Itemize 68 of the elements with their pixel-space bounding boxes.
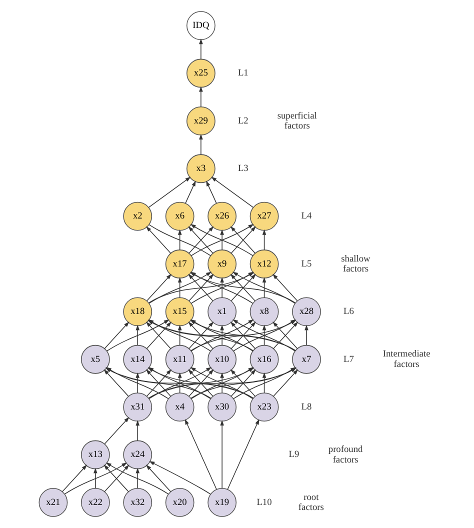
label: L7 (342, 354, 354, 365)
arrow (220, 277, 224, 298)
node-circle: x25 (186, 58, 215, 88)
node-circle: IDQ (186, 11, 215, 40)
node-circle: x32 (122, 488, 152, 517)
arrow (61, 464, 87, 492)
arrow (272, 274, 298, 302)
label: L3 (237, 164, 248, 174)
node-circle: x20 (164, 488, 194, 517)
node-circle: x29 (186, 106, 215, 136)
node-circle: x30 (207, 392, 236, 422)
node-circle: x21 (38, 488, 68, 517)
arrow (184, 180, 196, 204)
arrow (220, 324, 224, 346)
arrow (184, 419, 216, 490)
label: L4 (300, 212, 312, 222)
arrow (177, 277, 182, 298)
node-circle: x3 (186, 154, 215, 184)
arrow (198, 134, 202, 155)
label: L2 (237, 116, 248, 126)
arrow (145, 226, 171, 254)
arrow (210, 176, 254, 208)
arrow (93, 468, 97, 489)
arrow (135, 468, 140, 489)
label: L10 (256, 498, 272, 508)
arrow (226, 419, 259, 490)
arrow (104, 322, 129, 349)
label: L5 (300, 259, 312, 270)
arrow (103, 369, 128, 397)
connector (148, 224, 210, 256)
arrow (177, 229, 182, 250)
arrow (148, 176, 190, 208)
label: L6 (342, 307, 354, 318)
label: shallow factors (340, 254, 370, 275)
arrow (272, 369, 298, 397)
label: L8 (300, 402, 312, 412)
arrow (262, 324, 266, 346)
arrow (198, 38, 202, 60)
arrow (104, 416, 129, 444)
arrow (220, 420, 224, 489)
arrow (135, 372, 140, 394)
label: L1 (237, 68, 248, 79)
node-circle: x23 (249, 392, 278, 422)
label: L9 (288, 450, 299, 460)
arrow (198, 86, 202, 108)
arrow (220, 372, 224, 394)
arrow (148, 461, 210, 495)
arrow (304, 324, 308, 346)
label: superficial factors (276, 111, 316, 132)
node-circle: x19 (207, 488, 236, 517)
arrow (220, 229, 224, 250)
arrow (262, 229, 266, 250)
arrow (262, 277, 266, 298)
arrow (262, 372, 266, 394)
arrow (145, 464, 171, 492)
label: Intermediate factors (382, 350, 430, 370)
arrow (177, 324, 182, 346)
label: root factors (298, 492, 324, 513)
label: profound factors (328, 445, 362, 466)
arrow (135, 324, 140, 346)
arrow (64, 462, 127, 494)
arrow (206, 180, 216, 204)
arrow (105, 462, 168, 494)
arrow (177, 372, 182, 394)
node-circle: x4 (164, 392, 194, 422)
arrow (135, 420, 140, 442)
arrow (146, 274, 171, 302)
node-circle: x22 (80, 488, 110, 517)
